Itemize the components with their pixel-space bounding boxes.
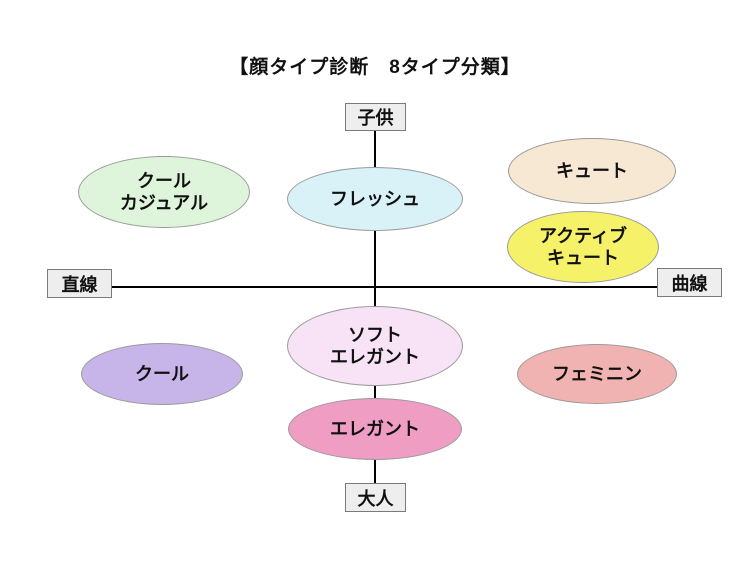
axis-label-curved: 曲線 <box>657 268 722 297</box>
type-ellipse-active-cute: アクティブ キュート <box>507 211 659 283</box>
type-ellipse-cute: キュート <box>508 138 676 204</box>
type-ellipse-cool-casual: クール カジュアル <box>78 156 250 228</box>
axis-label-child: 子供 <box>345 103 406 131</box>
type-ellipse-fresh: フレッシュ <box>287 167 463 231</box>
type-ellipse-cool: クール <box>81 343 243 405</box>
axis-label-straight: 直線 <box>47 269 112 298</box>
type-ellipse-elegant: エレガント <box>288 398 462 460</box>
horizontal-axis-line <box>111 286 658 288</box>
type-ellipse-soft-elegant: ソフト エレガント <box>287 306 463 386</box>
type-ellipse-feminine: フェミニン <box>517 344 677 404</box>
page-title: 【顔タイプ診断 8タイプ分類】 <box>229 57 521 78</box>
axis-label-adult: 大人 <box>345 483 406 512</box>
